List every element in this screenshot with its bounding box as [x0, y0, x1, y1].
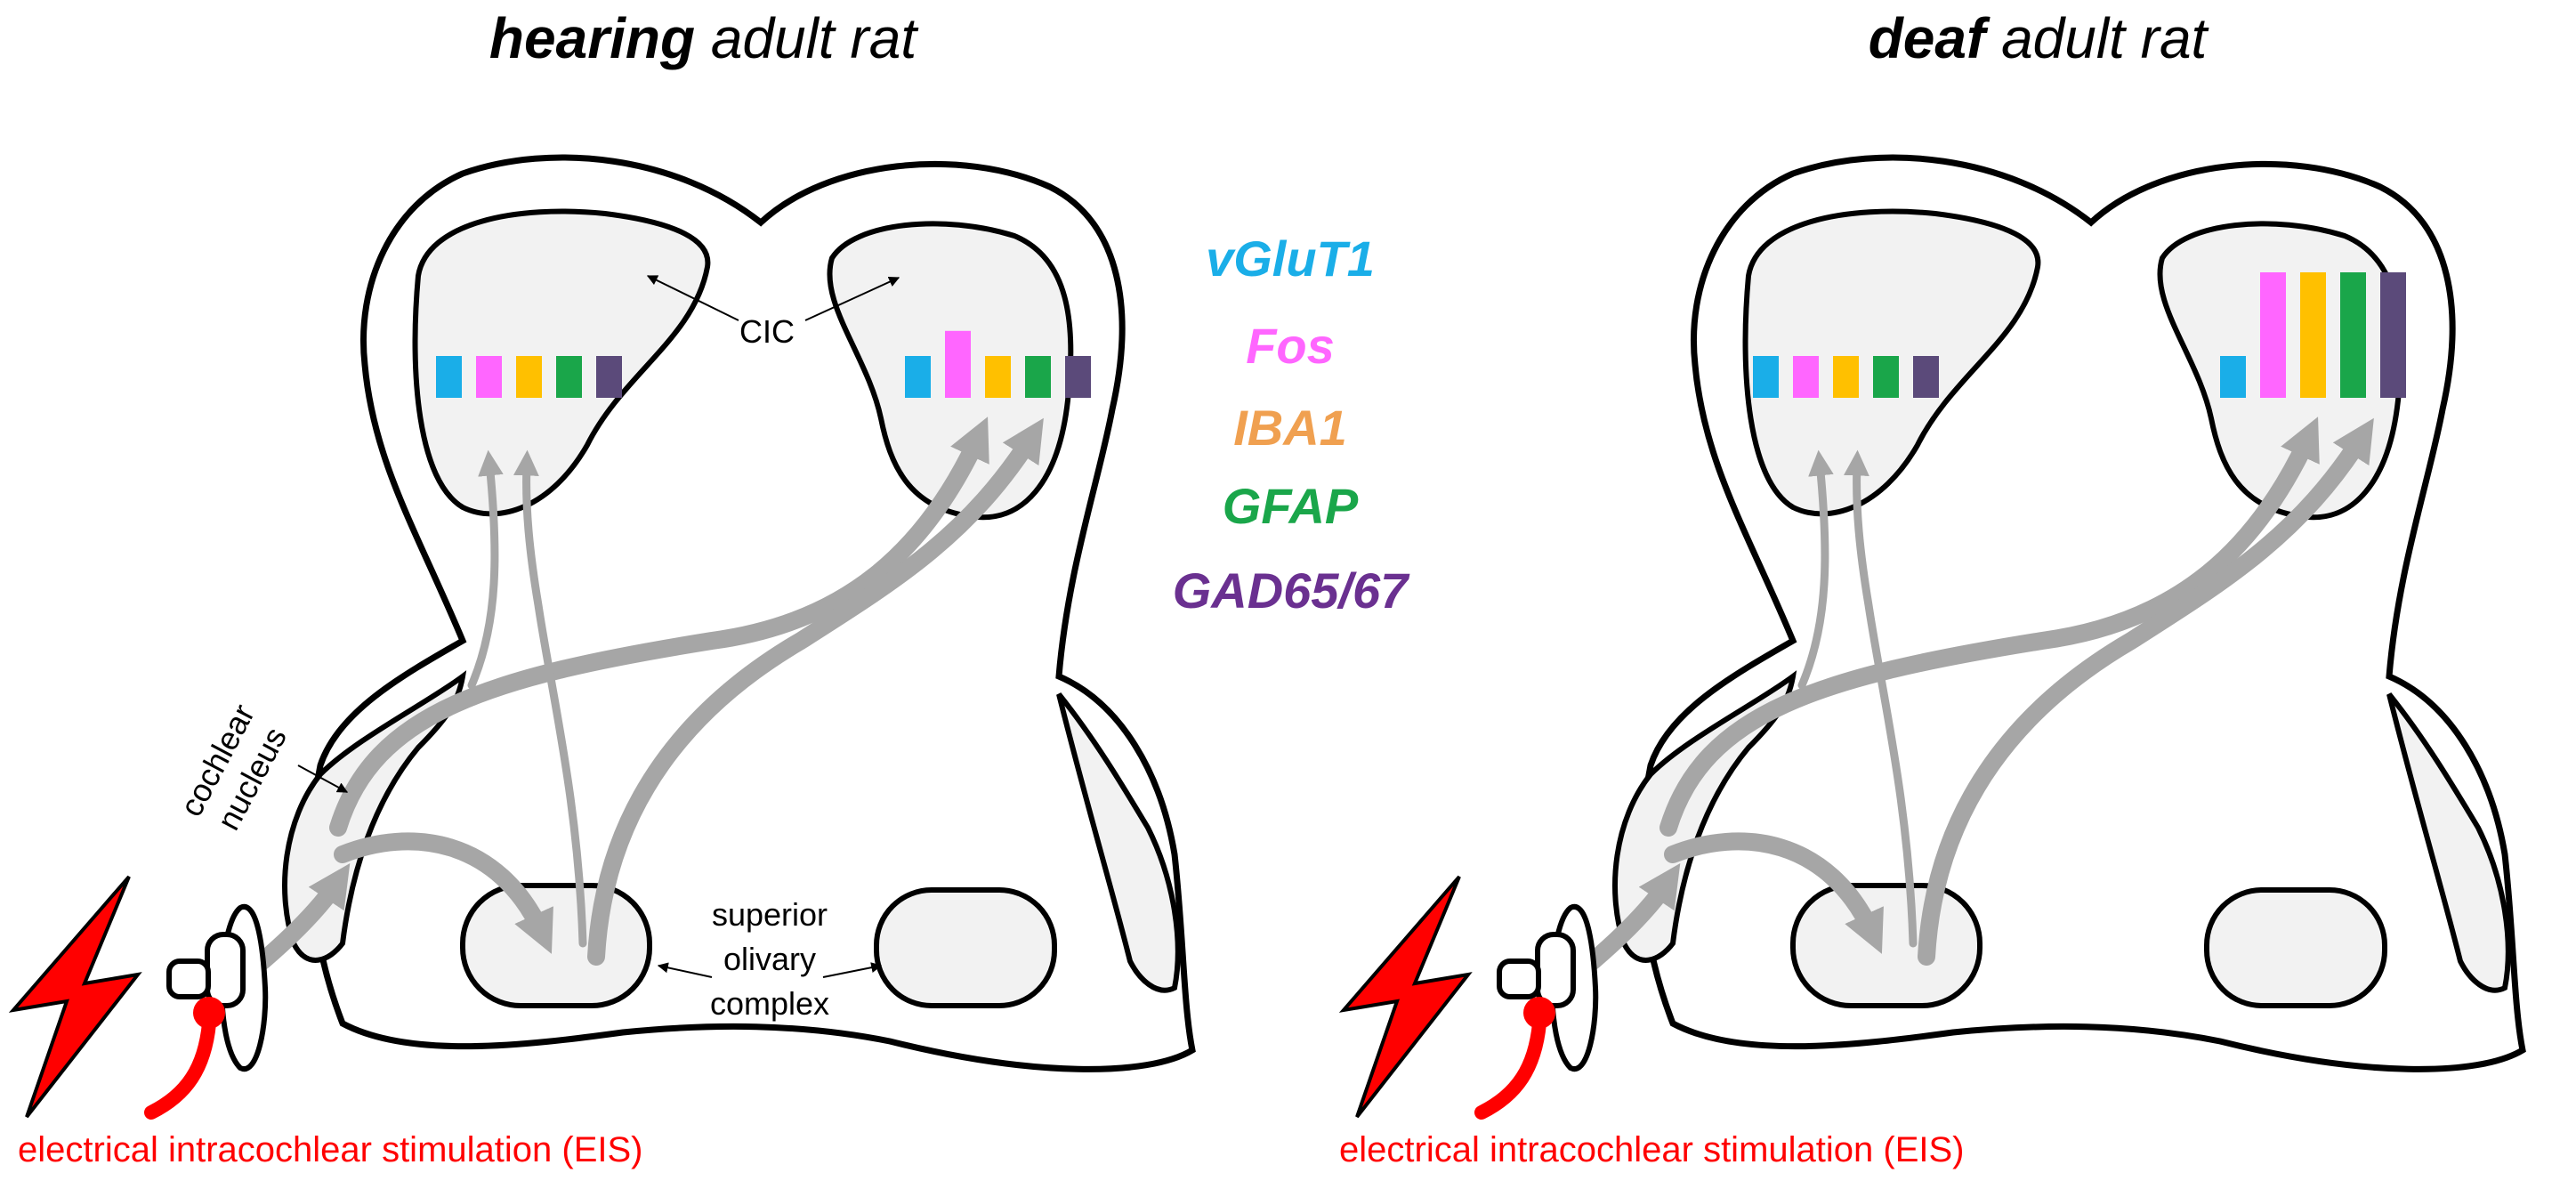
bar-gad65-67-deaf-left [1913, 356, 1939, 398]
bar-gfap-deaf-right [2340, 272, 2366, 398]
pointer-soc-right [822, 962, 883, 978]
panel-deaf: deaf adult rat electrical intracochlear … [1339, 6, 2523, 1169]
svg-text:olivary: olivary [723, 941, 816, 977]
bar-gad65-67-deaf-right [2380, 272, 2406, 398]
label-cic: CIC [739, 313, 795, 350]
legend-gfap: GFAP [1223, 478, 1359, 534]
bar-group-hearing-right-cic [905, 330, 1091, 398]
bar-group-deaf-right-cic [2220, 272, 2406, 398]
bar-gfap-hearing-left [556, 356, 582, 398]
bar-vglut1-deaf-right [2220, 356, 2246, 398]
bar-group-deaf-left-cic [1753, 356, 1939, 398]
bar-iba1-hearing-left [516, 356, 542, 398]
bar-gad65-67-hearing-right [1065, 356, 1091, 398]
bar-gad65-67-hearing-left [596, 356, 622, 398]
pointer-cic-right [804, 277, 900, 321]
bar-gfap-hearing-right [1025, 356, 1051, 398]
svg-text:complex: complex [710, 985, 829, 1022]
bar-group-hearing-left-cic [436, 356, 622, 398]
panel-title-deaf: deaf adult rat [1869, 6, 2209, 70]
legend-gad65-67: GAD65/67 [1173, 562, 1410, 619]
bar-fos-hearing-left [476, 356, 502, 398]
bar-fos-deaf-left [1793, 356, 1819, 398]
label-superior-olivary-complex: superior olivary complex [710, 896, 829, 1022]
stimulation-label-hearing: electrical intracochlear stimulation (EI… [18, 1130, 642, 1169]
label-cochlear-nucleus: cochlear nucleus [173, 698, 294, 836]
bar-iba1-deaf-left [1833, 356, 1859, 398]
svg-text:superior: superior [712, 896, 828, 933]
legend-vglut1: vGluT1 [1206, 231, 1375, 287]
bar-fos-hearing-right [945, 330, 971, 398]
pointer-cic-left [646, 275, 739, 321]
bar-vglut1-deaf-left [1753, 356, 1779, 398]
pointer-soc-left [657, 962, 713, 978]
panel-hearing: hearing adult rat CIC cochlear nucleus s… [13, 6, 1192, 1169]
legend-iba1: IBA1 [1233, 400, 1347, 456]
bar-gfap-deaf-left [1873, 356, 1899, 398]
bar-vglut1-hearing-left [436, 356, 462, 398]
bar-vglut1-hearing-right [905, 356, 931, 398]
panel-title-hearing: hearing adult rat [489, 6, 918, 70]
stimulation-label-deaf: electrical intracochlear stimulation (EI… [1339, 1130, 1964, 1169]
pointer-cochlear-nucleus [297, 764, 349, 793]
bar-iba1-deaf-right [2300, 272, 2326, 398]
legend-fos: Fos [1246, 318, 1335, 374]
marker-legend: vGluT1 Fos IBA1 GFAP GAD65/67 [1173, 231, 1410, 619]
bar-fos-deaf-right [2260, 272, 2286, 398]
bar-iba1-hearing-right [985, 356, 1011, 398]
